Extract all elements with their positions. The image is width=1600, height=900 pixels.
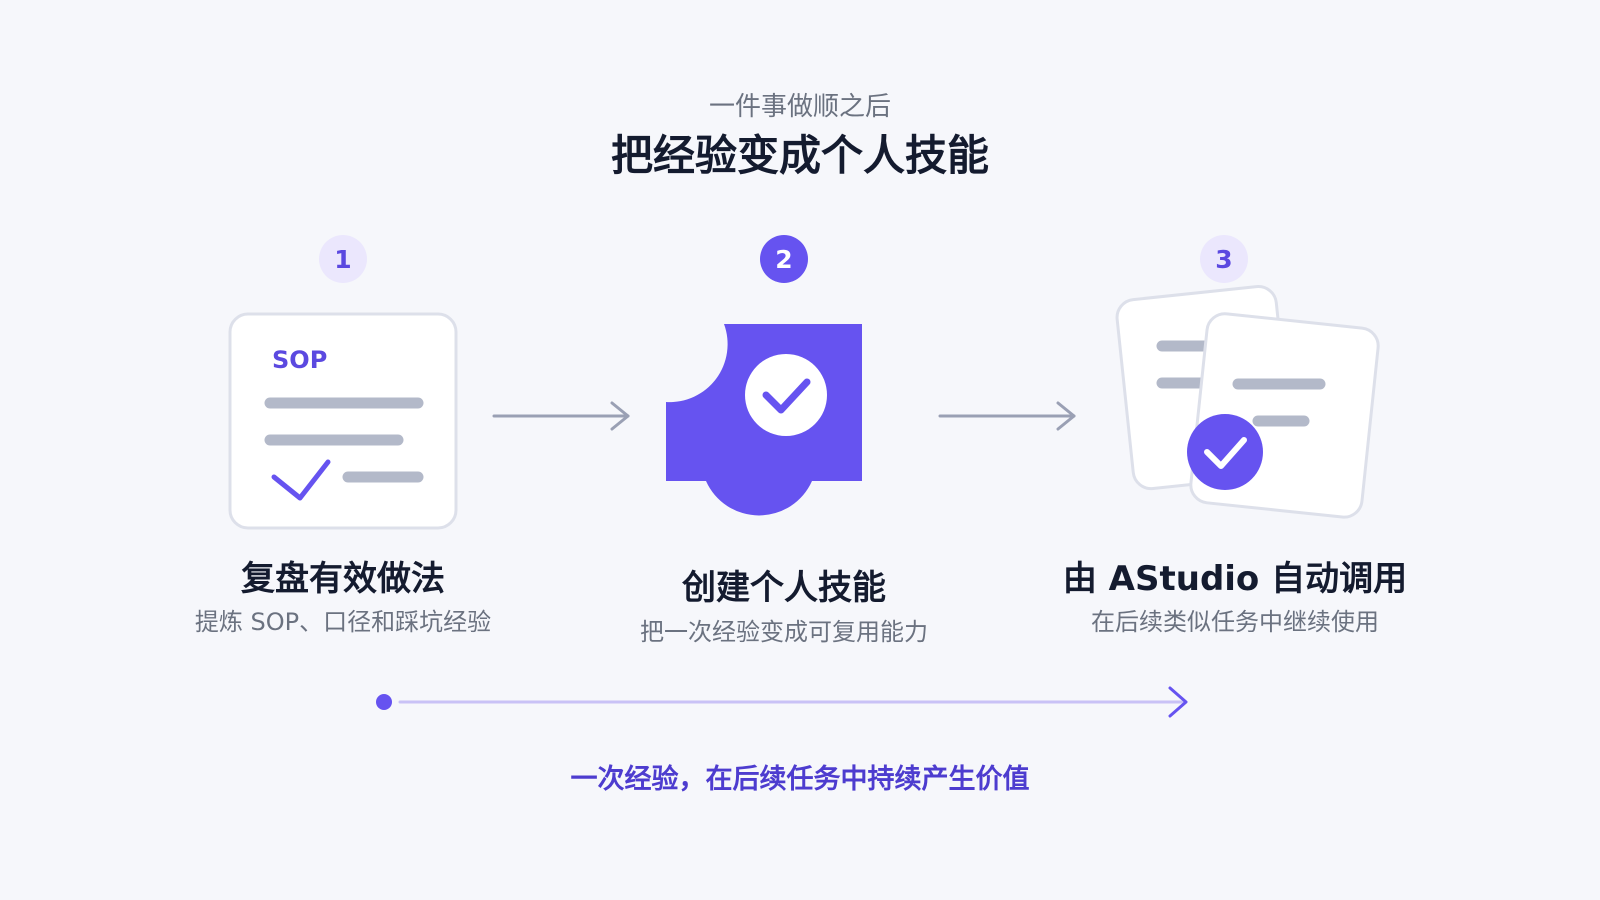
page-title: 把经验变成个人技能 bbox=[610, 131, 989, 180]
step-3-badge: 3 bbox=[1200, 235, 1248, 283]
step-2-badge: 2 bbox=[760, 235, 808, 283]
progress-timeline bbox=[376, 686, 1188, 718]
check-icon bbox=[271, 459, 331, 501]
sop-document-icon: SOP bbox=[228, 312, 458, 530]
step-3-title: 由 AStudio 自动调用 bbox=[1062, 559, 1408, 599]
timeline-start-dot bbox=[376, 694, 392, 710]
eyebrow-text: 一件事做顺之后 bbox=[708, 92, 891, 122]
sop-label: SOP bbox=[272, 346, 327, 374]
step-1-subtitle: 提炼 SOP、口径和踩坑经验 bbox=[194, 608, 492, 636]
stacked-documents-icon bbox=[1115, 285, 1380, 519]
check-icon bbox=[1204, 437, 1247, 469]
step-1-title: 复盘有效做法 bbox=[241, 559, 445, 599]
arrow-right-icon bbox=[492, 401, 630, 431]
skill-shield-icon bbox=[666, 324, 862, 516]
step-2-subtitle: 把一次经验变成可复用能力 bbox=[640, 618, 928, 646]
step-1-badge: 1 bbox=[319, 235, 367, 283]
arrow-right-icon bbox=[1168, 686, 1188, 718]
arrow-right-icon bbox=[938, 401, 1076, 431]
check-icon bbox=[762, 378, 811, 414]
step-3-subtitle: 在后续类似任务中继续使用 bbox=[1091, 608, 1379, 636]
tagline: 一次经验，在后续任务中持续产生价值 bbox=[570, 764, 1030, 795]
step-2-title: 创建个人技能 bbox=[682, 568, 886, 608]
